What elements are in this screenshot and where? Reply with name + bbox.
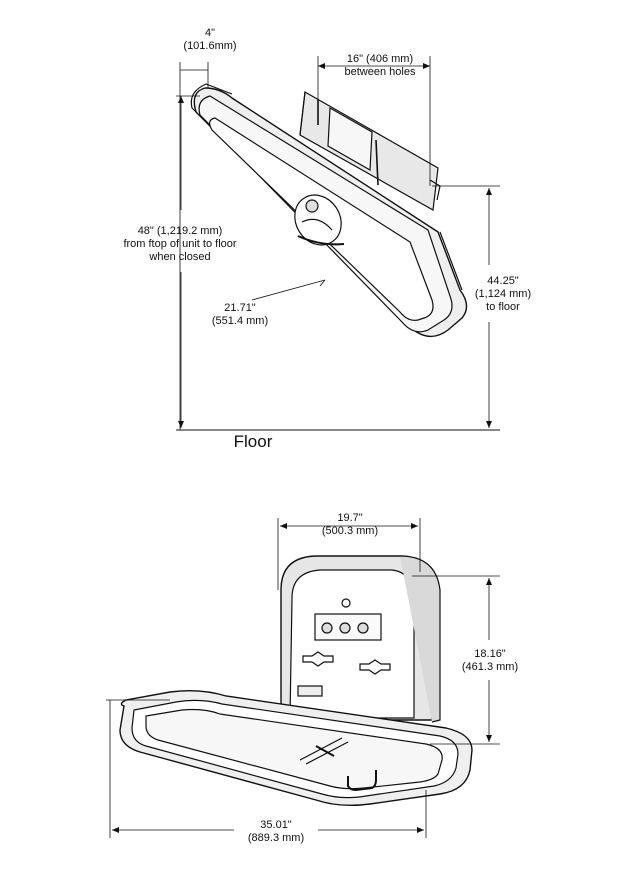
- tray-handle: [347, 770, 377, 792]
- depth-imperial: 4": [204, 27, 216, 39]
- floor-label: Floor: [233, 432, 273, 451]
- tray-length-metric: (889.3 mm): [247, 832, 305, 844]
- backboard-width-metric: (500.3 mm): [321, 525, 379, 537]
- closed-height-line2: from ftop of unit to floor: [123, 238, 237, 250]
- closed-height-line1: 48" (1,219.2 mm): [137, 225, 223, 237]
- strap-slot-right: [359, 659, 391, 675]
- closed-height-label: 48" (1,219.2 mm) from ftop of unit to fl…: [110, 225, 250, 264]
- bottom-dimensions: [106, 518, 500, 838]
- hole-spacing-imperial: 16" (406 mm): [346, 53, 414, 65]
- backboard-height-metric: (461.3 mm): [461, 661, 519, 673]
- backboard-width-label: 19.7" (500.3 mm): [310, 512, 390, 538]
- strap-slot-left: [302, 651, 334, 667]
- depth-dimension-label: 4" (101.6mm): [170, 27, 250, 53]
- tray-length-imperial: 35.01": [260, 819, 292, 831]
- wall-bracket: [299, 91, 441, 211]
- closed-height-line3: when closed: [149, 251, 211, 263]
- open-unit-view: [119, 555, 473, 807]
- bracket-height-label: 44.25" (1,124 mm) to floor: [468, 275, 538, 314]
- backboard-height-label: 18.16" (461.3 mm): [452, 648, 528, 674]
- depth-metric: (101.6mm): [183, 40, 237, 52]
- hole-spacing-metric: between holes: [344, 66, 416, 78]
- backboard-width-imperial: 19.7": [337, 512, 363, 524]
- top-dimensions: [176, 56, 500, 431]
- unit-width-imperial: 21.71": [224, 302, 256, 314]
- closed-unit-view: [190, 83, 468, 338]
- logo-emblem: [294, 194, 345, 246]
- bracket-height-line3: to floor: [486, 301, 520, 313]
- bracket-height-imperial: 44.25": [487, 275, 519, 287]
- hole-spacing-label: 16" (406 mm) between holes: [330, 53, 430, 79]
- bracket-height-metric: (1,124 mm): [474, 288, 532, 300]
- backboard-height-imperial: 18.16": [474, 648, 506, 660]
- instruction-label: [314, 613, 382, 641]
- tray-length-label: 35.01" (889.3 mm): [236, 819, 316, 845]
- pivot-screw: [341, 598, 351, 608]
- unit-width-metric: (551.4 mm): [211, 315, 269, 327]
- unit-width-label: 21.71" (551.4 mm): [205, 302, 275, 328]
